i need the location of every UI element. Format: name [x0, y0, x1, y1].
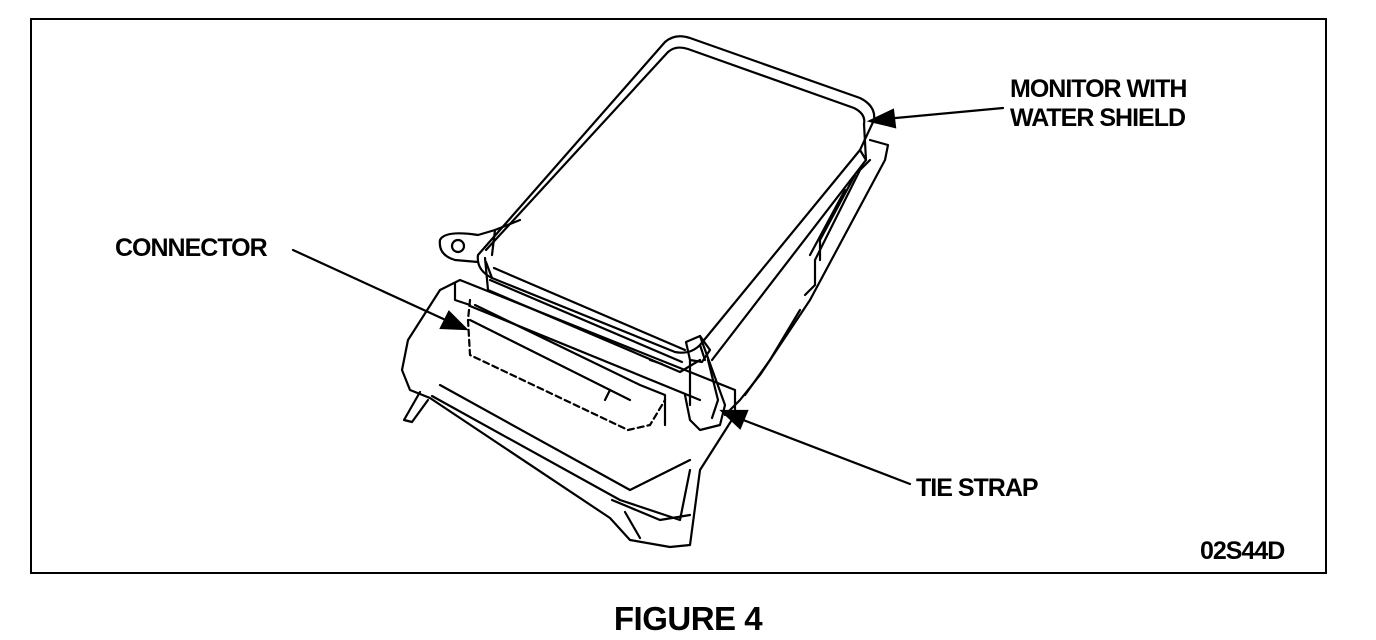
figure-id: 02S44D: [1200, 537, 1285, 565]
monitor-label-line1: MONITOR WITH: [1010, 75, 1187, 103]
tie-strap: [683, 334, 727, 432]
monitor-with-water-shield: [438, 35, 876, 374]
tie-strap-leader-arrow: [719, 409, 912, 486]
monitor-label: MONITOR WITH WATER SHIELD: [1010, 75, 1187, 133]
figure-frame: [30, 18, 1327, 574]
connector: [466, 298, 667, 432]
figure-caption: FIGURE 4: [613, 600, 763, 637]
monitor-leader-arrow: [866, 106, 1005, 129]
connector-leader-arrow: [291, 248, 469, 331]
mounting-bracket: [400, 138, 890, 549]
tie-strap-label: TIE STRAP: [916, 474, 1039, 502]
monitor-label-line2: WATER SHIELD: [1010, 104, 1186, 132]
connector-label: CONNECTOR: [115, 234, 268, 262]
